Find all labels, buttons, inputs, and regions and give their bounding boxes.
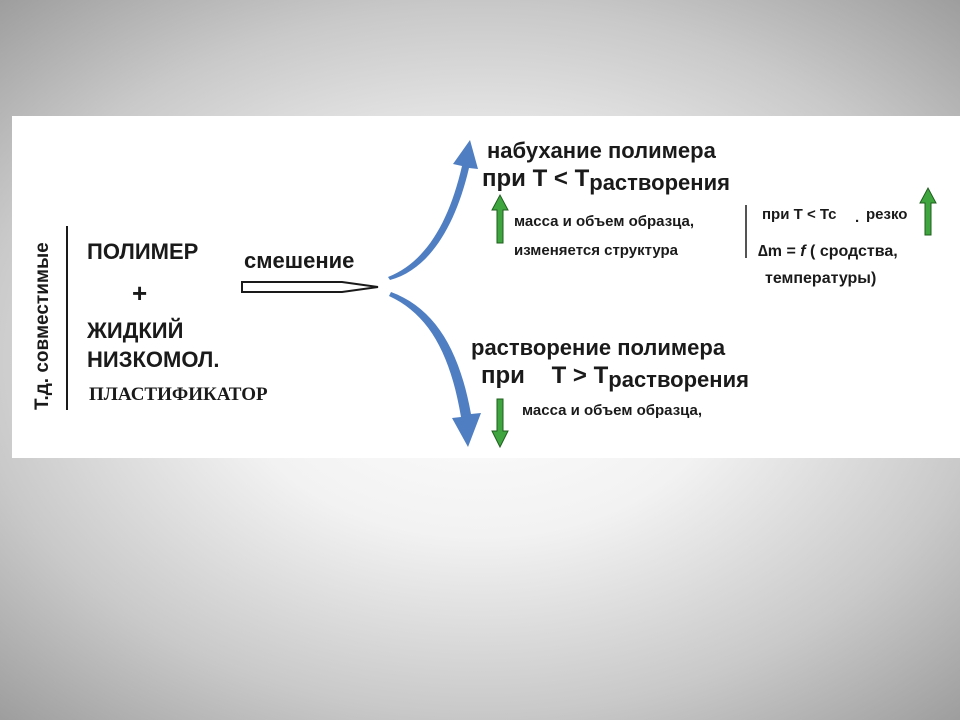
formula-m: m = — [767, 243, 801, 260]
swelling-note-line2: изменяется структура — [514, 242, 678, 259]
sharp-increase-arrow-icon — [919, 186, 937, 236]
liquid-label: ЖИДКИЙ — [87, 318, 184, 343]
swelling-curved-arrow — [388, 140, 478, 280]
diagram-panel — [12, 116, 960, 458]
mass-increase-arrow-icon — [491, 193, 509, 244]
dissolution-title: растворение полимера — [471, 335, 726, 360]
polymer-label: ПОЛИМЕР — [87, 239, 199, 264]
formula-f: f — [800, 243, 806, 260]
dissolution-curved-arrow — [389, 292, 481, 447]
plasticizer-label: ПЛАСТИФИКАТОР — [89, 384, 268, 405]
dissolution-condition: при Т > Трастворения — [481, 362, 749, 391]
swelling-condition-subscript: растворения — [589, 170, 730, 195]
dissolution-note-line1: масса и объем образца, — [522, 402, 703, 419]
dissolution-condition-prefix: при Т > Т — [481, 362, 609, 389]
dissolution-condition-subscript: растворения — [608, 367, 749, 392]
plus-sign: + — [132, 278, 148, 308]
glass-transition-condition: при Т < Тс — [762, 206, 837, 223]
swelling-condition: при Т < Трастворения — [482, 165, 730, 194]
swelling-title: набухание полимера — [487, 138, 716, 163]
sharp-label: резко — [866, 206, 908, 223]
low-molecular-label: НИЗКОМОЛ. — [87, 347, 220, 372]
delta-symbol: ∆ — [758, 243, 768, 260]
mixing-arrow — [241, 281, 379, 293]
mixing-label: смешение — [244, 248, 355, 273]
temperature-label: температуры) — [765, 270, 877, 287]
mass-decrease-arrow-icon — [491, 398, 509, 449]
swelling-note-line1: масса и объем образца, — [514, 213, 695, 230]
glass-transition-dot: . — [855, 209, 860, 226]
swelling-condition-prefix: при Т < Т — [482, 165, 590, 192]
compatibility-vertical-label: Т.д. совместимые — [32, 242, 53, 410]
formula-rest: ( сродства, — [805, 243, 898, 260]
delta-m-formula: ∆m = f ( сродства, — [758, 244, 898, 260]
